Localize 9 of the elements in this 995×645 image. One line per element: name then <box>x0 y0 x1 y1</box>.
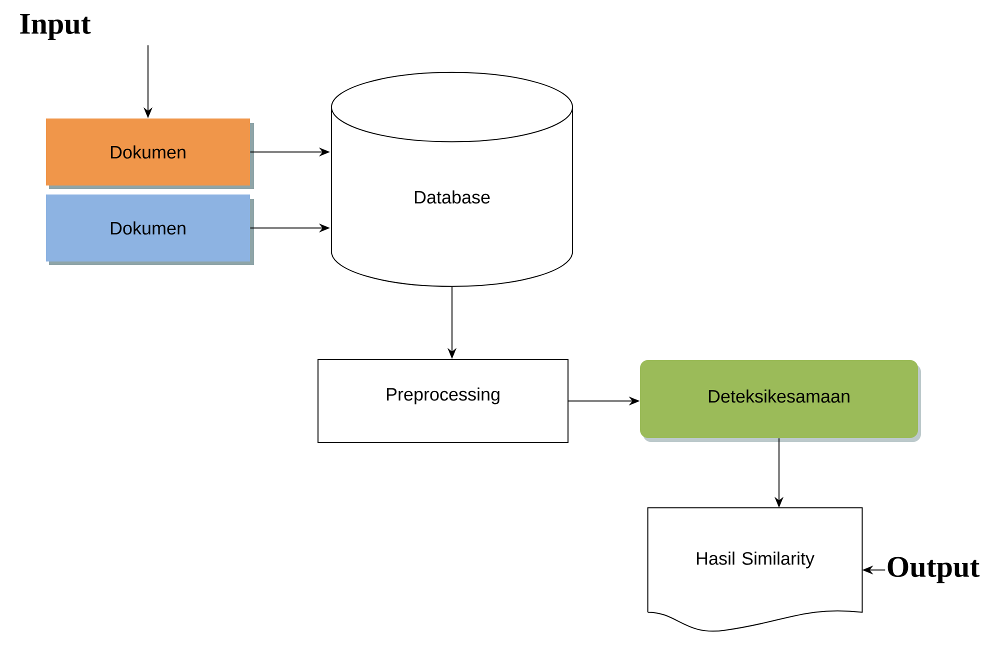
document-box: Dokumen <box>46 118 254 189</box>
document-shape: Hasil Similarity <box>647 507 863 632</box>
process-box: Preprocessing <box>318 359 568 443</box>
process-box: Deteksikesamaan <box>640 360 922 442</box>
flow-label: Output <box>888 556 980 584</box>
database-cylinder: Database <box>331 72 573 287</box>
node-label: Hasil Similarity <box>696 552 814 568</box>
document-box: Dokumen <box>46 194 254 265</box>
flow-label: Input <box>20 14 91 40</box>
